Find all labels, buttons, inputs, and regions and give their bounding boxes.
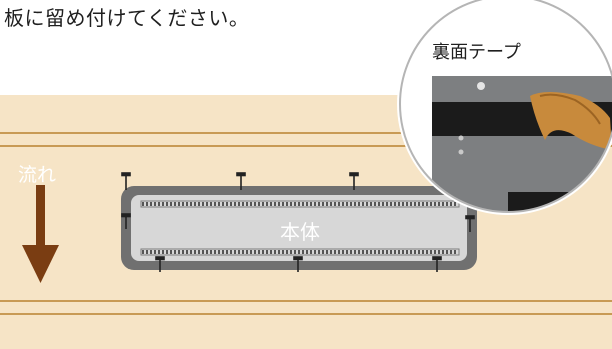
nail-icons	[121, 172, 475, 272]
device-body-label: 本体	[280, 220, 320, 244]
instruction-caption: 板に留め付けてください。	[4, 6, 250, 30]
device-body	[121, 186, 477, 270]
flow-label: 流れ	[18, 164, 57, 186]
flow-arrow-icon	[22, 185, 59, 283]
back-tape-label: 裏面テープ	[432, 42, 521, 63]
